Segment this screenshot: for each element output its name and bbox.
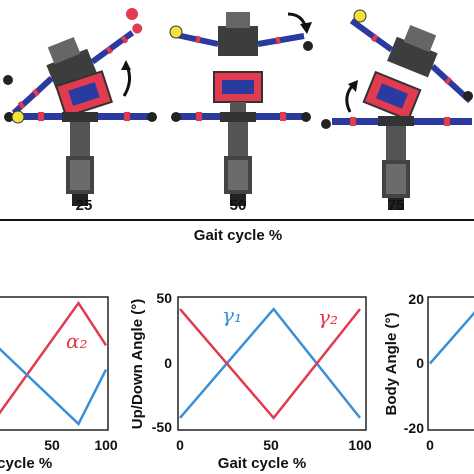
chart-3-xtick-0: 0 <box>426 437 434 453</box>
chart-1-series-2-line <box>0 347 108 427</box>
chart-2-ytick-50: 50 <box>156 290 172 306</box>
chart-2-series <box>179 307 361 420</box>
chart-1-xtick-50: 50 <box>44 437 60 453</box>
chart-2-annotation-gamma1: γ₁ <box>222 303 242 327</box>
chart-2: 50 0 -50 0 50 100 Gait cycle % Up/Down A… <box>129 290 372 472</box>
chart-1-xtick-100: 100 <box>94 437 118 453</box>
chart-3-series <box>429 311 474 365</box>
robot-snapshot-25 <box>3 8 157 206</box>
snapshot-label-25: 25 <box>76 197 93 214</box>
robot-snapshot-50 <box>169 12 313 206</box>
chart-2-frame <box>177 296 367 431</box>
chart-2-annotation-gamma2: γ₂ <box>318 305 338 329</box>
chart-1: 50 100 Gait cycle % α₂ <box>0 296 118 472</box>
chart-3-frame <box>427 296 474 431</box>
chart-2-xtick-100: 100 <box>348 437 372 453</box>
chart-3-ytick-neg20: -20 <box>404 420 424 436</box>
chart-2-ylabel: Up/Down Angle (°) <box>129 299 146 429</box>
chart-2-xtick-0: 0 <box>176 437 184 453</box>
chart-2-xtick-50: 50 <box>263 437 279 453</box>
chart-1-xlabel: Gait cycle % <box>0 455 52 472</box>
chart-2-ytick-0: 0 <box>164 355 172 371</box>
chart-3: 20 0 -20 0 Body Angle (°) <box>383 291 474 453</box>
chart-3-ytick-20: 20 <box>408 291 424 307</box>
top-caption: Gait cycle % <box>194 227 282 244</box>
robot-snapshot-75 <box>321 9 473 210</box>
chart-2-xlabel: Gait cycle % <box>218 455 306 472</box>
chart-2-series-2-line <box>179 308 361 420</box>
chart-1-series-1-line <box>0 300 108 415</box>
snapshot-label-50: 50 <box>230 197 247 214</box>
chart-2-series-1-line <box>179 307 361 419</box>
chart-3-series-1-line <box>429 311 474 365</box>
chart-3-ytick-0: 0 <box>416 355 424 371</box>
chart-1-annotation-alpha2: α₂ <box>66 329 88 353</box>
chart-1-series <box>0 300 108 427</box>
chart-1-frame <box>0 296 109 431</box>
chart-3-ylabel: Body Angle (°) <box>383 313 400 416</box>
snapshot-label-75: 75 <box>388 197 405 214</box>
chart-2-ytick-neg50: -50 <box>152 419 172 435</box>
